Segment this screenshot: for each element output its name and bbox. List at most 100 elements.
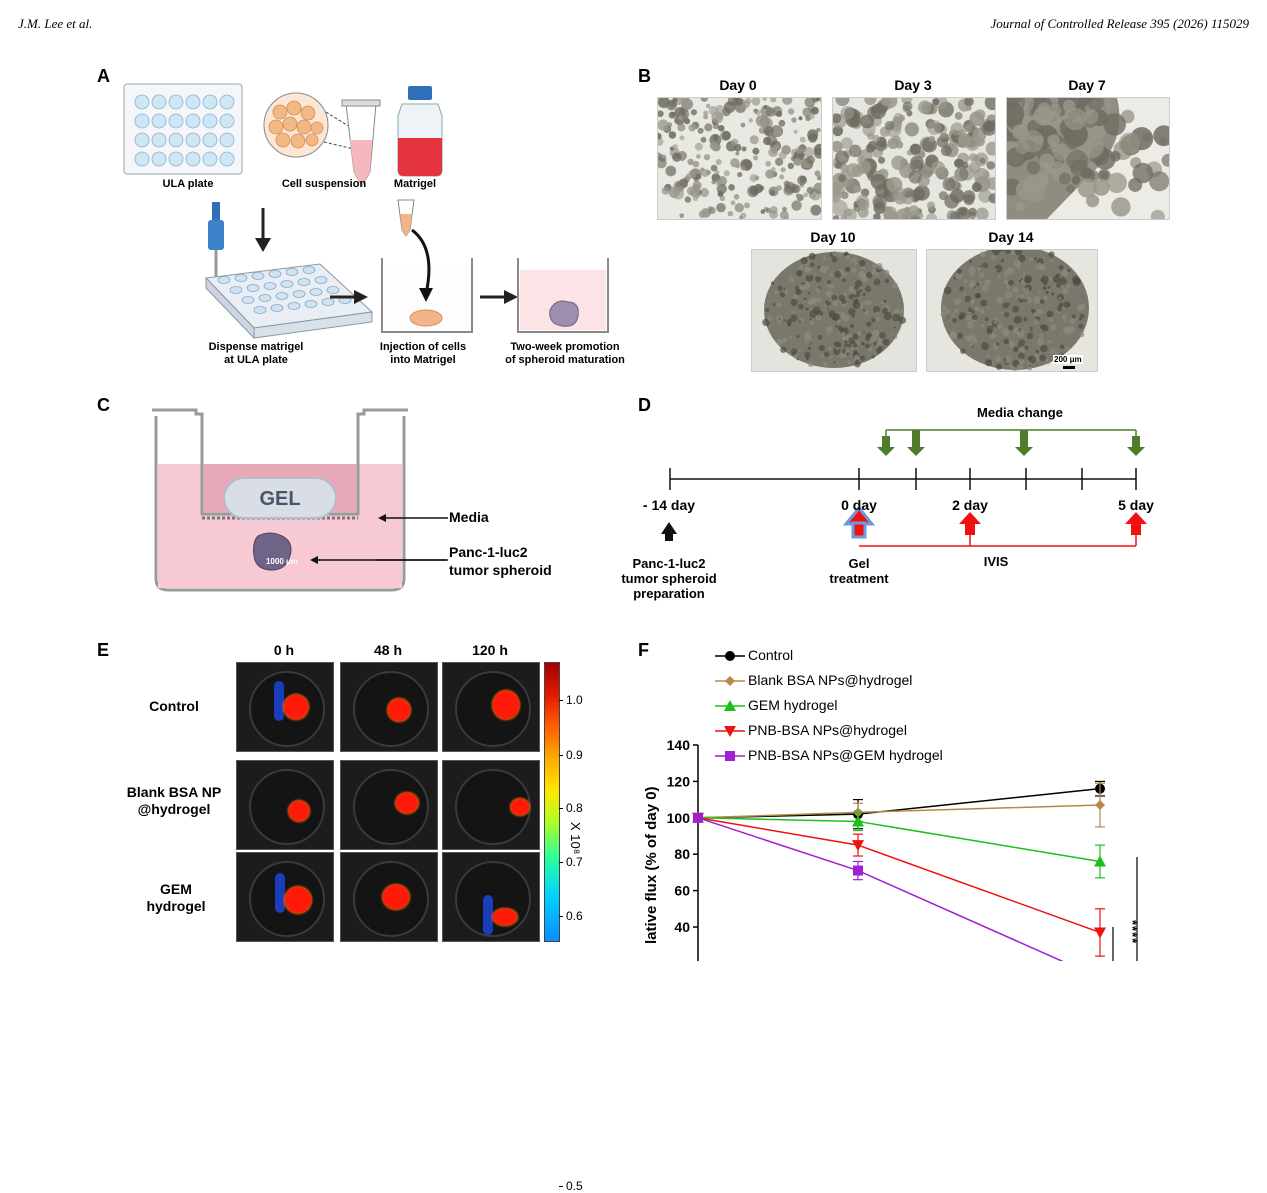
promotion-label: Two-week promotion of spheroid maturatio… <box>505 341 625 366</box>
tube-icon <box>341 99 381 188</box>
colorbar-tick <box>559 1186 563 1187</box>
ula-plate-perspective-icon <box>204 263 374 340</box>
day-14-label: Day 14 <box>988 229 1034 245</box>
data-point <box>853 865 863 876</box>
y-tick-label: 40 <box>674 919 690 935</box>
ivis-signal-blob <box>493 691 519 719</box>
legend-marker <box>715 751 745 761</box>
colorbar-tick-label: 0.7 <box>566 855 583 869</box>
ivis-image-r3-c3 <box>442 852 540 942</box>
colorbar-unit: X 10⁸ <box>568 822 583 855</box>
scale-bar <box>1063 366 1075 369</box>
column-0h: 0 h <box>273 642 295 658</box>
ivis-signal-trace <box>274 681 284 721</box>
dispense-label: Dispense matrigel at ULA plate <box>208 341 304 366</box>
ivis-image-r3-c2 <box>340 852 438 942</box>
legend-label: PNB-BSA NPs@GEM hydrogel <box>748 747 943 763</box>
y-tick-label: 100 <box>667 810 691 826</box>
panel-b-letter: B <box>638 66 651 86</box>
series-control <box>693 780 1105 830</box>
matrigel-label: Matrigel <box>393 178 437 190</box>
ivis-signal-blob <box>493 909 517 925</box>
micrograph-day-14 <box>926 249 1098 372</box>
cell-suspension-icon <box>263 92 359 158</box>
media-label: Media <box>449 509 489 525</box>
colorbar-tick-label: 0.9 <box>566 748 583 762</box>
colorbar-tick <box>559 700 563 701</box>
data-point <box>725 751 735 761</box>
row-control-label: Control <box>149 698 199 714</box>
series-blank-bsa-nps-hydrogel <box>693 782 1105 828</box>
y-tick-label: 60 <box>674 883 690 899</box>
ivis-image-r2-c3 <box>442 760 540 850</box>
day-7-label: Day 7 <box>1068 77 1106 93</box>
ula-plate-icon <box>123 83 243 175</box>
scale-bar-label: 200 μm <box>1053 355 1083 364</box>
ivis-signal-trace <box>483 895 493 935</box>
micrograph-day-0 <box>657 97 822 220</box>
ivis-label: IVIS <box>983 554 1009 569</box>
colorbar-tick-label: 1.0 <box>566 693 583 707</box>
data-point <box>725 651 735 661</box>
series-line <box>697 817 1101 863</box>
data-point <box>1095 800 1105 811</box>
gel-treatment-label: Gel treatment <box>829 556 889 586</box>
colorbar-tick <box>559 755 563 756</box>
data-point <box>852 840 864 852</box>
series-line <box>697 787 1101 819</box>
data-point <box>724 700 736 711</box>
series-line <box>697 817 1064 961</box>
colorbar-tick-label: 0.8 <box>566 801 583 815</box>
micrograph-day-7 <box>1006 97 1170 220</box>
ivis-signal-blob <box>289 801 309 821</box>
panel-a-letter: A <box>97 66 110 86</box>
data-point <box>724 726 736 737</box>
colorbar-tick-label: 0.5 <box>566 1179 583 1193</box>
colorbar <box>544 662 560 942</box>
colorbar-tick-label: 0.6 <box>566 909 583 923</box>
ivis-image-r1-c2 <box>340 662 438 752</box>
micrograph-day-3 <box>832 97 996 220</box>
time-2-day: 2 day <box>952 497 988 513</box>
beaker-injection-icon <box>381 199 473 333</box>
beaker-maturation-icon <box>517 258 609 333</box>
column-120h: 120 h <box>472 642 508 658</box>
panel-e-letter: E <box>97 640 110 660</box>
media-change-label: Media change <box>977 405 1063 420</box>
matrigel-bottle-icon <box>397 86 443 177</box>
series-line <box>697 817 1101 934</box>
colorbar-tick <box>559 808 563 809</box>
y-tick-label: 140 <box>667 737 691 753</box>
time-minus-14-day: - 14 day <box>642 497 696 513</box>
column-48h: 48 h <box>373 642 402 658</box>
ivis-image-r1-c1 <box>236 662 334 752</box>
legend-label: Blank BSA NPs@hydrogel <box>748 672 913 688</box>
legend-label: Control <box>748 647 794 663</box>
ivis-image-r1-c3 <box>442 662 540 752</box>
transwell-diagram <box>152 408 408 592</box>
ivis-signal-trace <box>275 873 285 913</box>
data-point <box>693 812 703 823</box>
y-tick-label: 120 <box>667 773 691 789</box>
gel-label: GEL <box>259 488 301 510</box>
data-point <box>725 676 735 686</box>
micrograph-day-10 <box>751 249 917 372</box>
legend-label: PNB-BSA NPs@hydrogel <box>748 722 907 738</box>
panel-f-letter: F <box>638 640 649 660</box>
timeline-diagram <box>661 429 1147 547</box>
journal-header: Journal of Controlled Release 395 (2026)… <box>990 16 1249 31</box>
panel-d-letter: D <box>638 395 651 415</box>
injection-label: Injection of cells into Matrigel <box>379 341 467 366</box>
ivis-signal-blob <box>511 799 529 815</box>
significance-label: **** <box>1125 920 1140 945</box>
ivis-image-r2-c1 <box>236 760 334 850</box>
panel-a-illustration <box>123 83 609 340</box>
author-header: J.M. Lee et al. <box>18 16 93 31</box>
spheroid-arrow <box>310 556 446 564</box>
ivis-signal-blob <box>383 885 409 909</box>
row-blank-bsa-label: Blank BSA NP @hydrogel <box>126 784 222 817</box>
legend-marker <box>715 700 745 711</box>
series-pnb-bsa-nps-gem-hydrogel <box>693 812 1064 961</box>
data-point <box>1094 927 1106 939</box>
